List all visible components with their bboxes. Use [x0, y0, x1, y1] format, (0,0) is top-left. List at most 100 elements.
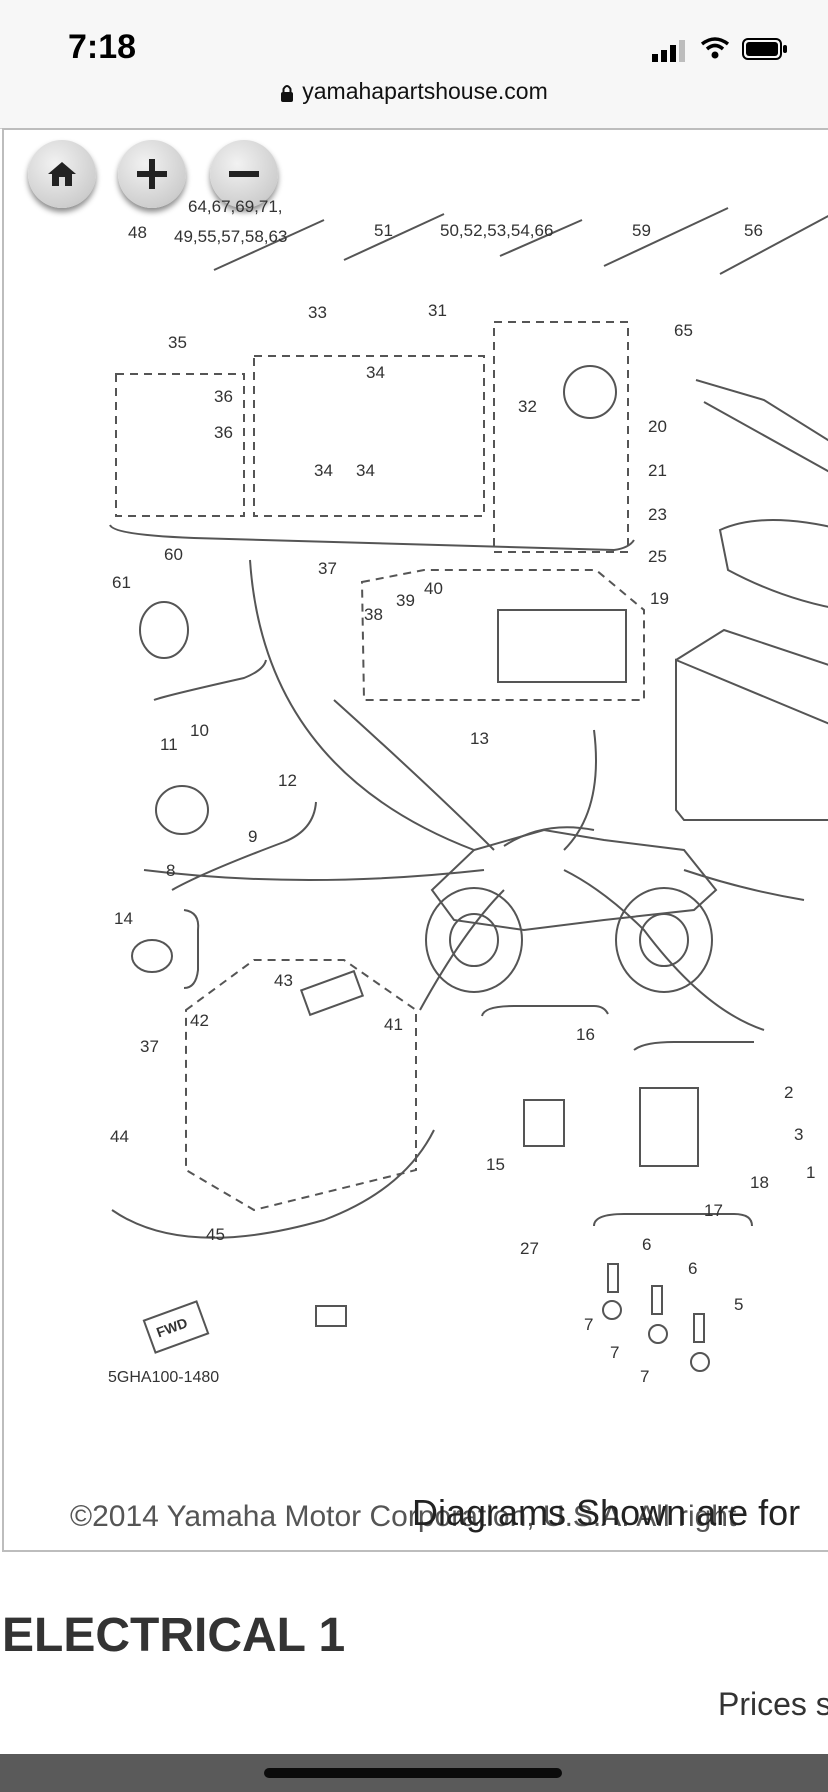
- wire-6: [111, 1129, 435, 1239]
- part-label: 35: [168, 333, 187, 352]
- part-label: 18: [750, 1173, 769, 1192]
- part-label: 33: [308, 303, 327, 322]
- part-label: 64,67,69,71,: [188, 197, 283, 216]
- rectifier: [639, 1087, 699, 1167]
- part-label: 65: [674, 321, 693, 340]
- part-label: 25: [648, 547, 667, 566]
- part-label: 43: [274, 971, 293, 990]
- part-label: 14: [114, 909, 133, 928]
- group-box-35: [115, 373, 245, 517]
- diagram-copyright: ©2014 Yamaha Motor Corporation, U.S.A. A…: [70, 1500, 737, 1533]
- lock-icon: [281, 85, 294, 102]
- battery-top: [675, 628, 828, 666]
- part-label: 13: [470, 729, 489, 748]
- part-label: 49,55,57,58,63: [174, 227, 287, 246]
- part-label: 19: [650, 589, 669, 608]
- diagram-code: 5GHA100-1480: [108, 1369, 219, 1386]
- part-label: 38: [364, 605, 383, 624]
- part-label: 51: [374, 221, 393, 240]
- starter-motor: [155, 785, 209, 835]
- part-label: 7: [610, 1343, 619, 1362]
- part-label: 7: [640, 1367, 649, 1386]
- part-label: 42: [190, 1011, 209, 1030]
- cellular-signal-icon: [652, 40, 685, 62]
- bracket-15: [481, 1005, 609, 1017]
- home-icon: [48, 162, 76, 186]
- home-indicator[interactable]: [264, 1768, 562, 1778]
- part-label: 60: [164, 545, 183, 564]
- part-label: 12: [278, 771, 297, 790]
- prices-note: Prices s: [718, 1686, 828, 1722]
- wire-5: [419, 889, 505, 1011]
- url-text: yamahapartshouse.com: [302, 78, 548, 104]
- relay-box: [497, 609, 627, 683]
- plus-icon: [137, 159, 167, 189]
- sensor-15: [523, 1099, 565, 1147]
- parts-diagram-viewer[interactable]: 48 64,67,69,71, 49,55,57,58,63 51 50,52,…: [2, 128, 828, 1552]
- part-label: 9: [248, 827, 257, 846]
- battery-cover: [718, 519, 828, 608]
- battery-icon: [742, 38, 787, 60]
- zoom-out-button[interactable]: [210, 140, 278, 208]
- part-label: 61: [112, 573, 131, 592]
- washer-7c: [690, 1352, 710, 1372]
- part-label: 10: [190, 721, 209, 740]
- cable-tie-66: [499, 219, 583, 257]
- part-label: 1: [806, 1163, 815, 1182]
- minus-icon: [229, 171, 259, 177]
- bracket-14: [183, 909, 200, 989]
- atv-rear-wheel: [425, 887, 523, 993]
- part-label: 2: [784, 1083, 793, 1102]
- home-button[interactable]: [28, 140, 96, 208]
- part-label: 20: [648, 417, 667, 436]
- battery-body: [675, 658, 828, 821]
- part-label: 34: [366, 363, 385, 382]
- wire-3: [563, 729, 597, 851]
- part-label: 11: [160, 735, 178, 754]
- atv-rear-wheel-hub: [449, 913, 499, 967]
- bolt-6b: [651, 1285, 663, 1315]
- section-title: ELECTRICAL 1: [2, 1609, 346, 1662]
- part-label: 7: [584, 1315, 593, 1334]
- wire-8: [683, 869, 805, 901]
- part-label: 37: [140, 1037, 159, 1056]
- diagram-disclaimer: Diagrams Shown are for: [412, 1492, 801, 1533]
- bottom-toolbar: [0, 1754, 828, 1792]
- part-label: 6: [688, 1259, 697, 1278]
- atv-seat: [503, 826, 595, 847]
- zoom-in-button[interactable]: [118, 140, 186, 208]
- bolt-5: [693, 1313, 705, 1343]
- part-label: 16: [576, 1025, 595, 1044]
- atv-front-wheel-hub: [639, 913, 689, 967]
- cable-tie-56: [719, 215, 828, 275]
- ecu-unit: [299, 969, 365, 1017]
- bracket-17: [633, 1041, 754, 1051]
- part-label: 3: [794, 1125, 803, 1144]
- bracket-60: [153, 659, 267, 701]
- part-label: 8: [166, 861, 175, 880]
- group-box-37-top: [360, 569, 645, 701]
- part-label: 40: [424, 579, 443, 598]
- part-label: 5: [734, 1295, 743, 1314]
- wire-1: [249, 559, 475, 851]
- part-label: 21: [648, 461, 667, 480]
- part-label: 31: [428, 301, 447, 320]
- part-label: 34: [356, 461, 375, 480]
- atv-front-wheel: [615, 887, 713, 993]
- part-label: 32: [518, 397, 537, 416]
- part-label: 34: [314, 461, 333, 480]
- part-label: 44: [110, 1127, 129, 1146]
- connector-27: [315, 1305, 347, 1327]
- part-label: 6: [642, 1235, 651, 1254]
- fwd-label: FWD: [154, 1314, 189, 1340]
- part-label: 50,52,53,54,66: [440, 221, 553, 240]
- address-bar[interactable]: yamahapartshouse.com: [0, 78, 828, 105]
- cable-tie-59: [603, 207, 729, 267]
- starter-relay: [139, 601, 189, 659]
- part-label: 45: [206, 1225, 225, 1244]
- status-bar: 7:18 yamahapartshouse.com: [0, 0, 828, 129]
- wire-2: [333, 699, 495, 851]
- part-label: 56: [744, 221, 763, 240]
- sensor-14: [131, 939, 173, 973]
- part-label: 59: [632, 221, 651, 240]
